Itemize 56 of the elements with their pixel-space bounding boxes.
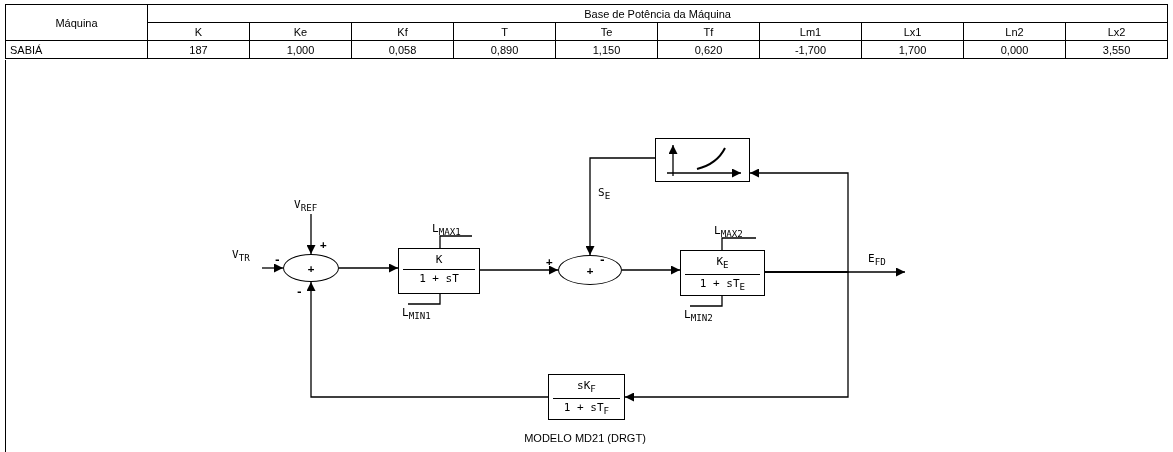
arrow — [621, 265, 681, 275]
data-cell: SABIÁ — [5, 40, 148, 59]
header-cell: Kf — [351, 22, 454, 41]
arrow — [585, 157, 656, 256]
header-cell: Ke — [249, 22, 352, 41]
header-cell: K — [147, 22, 250, 41]
arrow — [624, 271, 849, 402]
header-cell: Lx1 — [861, 22, 964, 41]
sign-label: - — [296, 285, 303, 298]
sign-label: - — [599, 253, 606, 266]
data-cell: 1,000 — [249, 40, 352, 59]
data-cell: 1,700 — [861, 40, 964, 59]
signal-label: V$_{TR}$ — [232, 248, 250, 264]
data-cell: 1,150 — [555, 40, 658, 59]
sign-label: + — [546, 255, 553, 268]
signal-label: V$_{REF}$ — [294, 198, 318, 214]
lower-limit-label: L$_{MIN1}$ — [402, 306, 431, 322]
header-cell: Lm1 — [759, 22, 862, 41]
header-cell: Máquina — [5, 4, 148, 41]
saturation-block — [655, 138, 750, 182]
upper-limit-label: L$_{MAX2}$ — [714, 224, 743, 240]
header-cell: Te — [555, 22, 658, 41]
sign-label: - — [274, 253, 281, 266]
header-cell: Tf — [657, 22, 760, 41]
data-cell: 0,620 — [657, 40, 760, 59]
arrow — [338, 263, 399, 273]
sign-label: + — [320, 238, 327, 251]
numerator-text: sK$_{F}$ — [553, 377, 620, 400]
transfer-function-block — [398, 248, 480, 294]
numerator-text: K$_{E}$ — [685, 253, 760, 276]
data-cell: 0,000 — [963, 40, 1066, 59]
lower-limit-label: L$_{MIN2}$ — [684, 308, 713, 324]
upper-limit-label: L$_{MAX1}$ — [432, 222, 461, 238]
transfer-function-block — [680, 250, 765, 296]
denominator-text: 1 + sT$_{E}$ — [698, 276, 747, 295]
arrow — [306, 281, 549, 398]
denominator-text: 1 + sT$_{F}$ — [562, 400, 611, 419]
transfer-function-block — [548, 374, 625, 420]
header-cell: Base de Potência da Máquina — [147, 4, 1168, 23]
data-cell: 0,058 — [351, 40, 454, 59]
edge-label: E$_{FD}$ — [868, 252, 886, 268]
data-cell: -1,700 — [759, 40, 862, 59]
edge-label: S$_{E}$ — [598, 186, 611, 202]
arrow — [261, 263, 284, 273]
caption: MODELO MD21 (DRGT) — [524, 432, 646, 444]
arrow — [749, 168, 849, 273]
header-cell: Lx2 — [1065, 22, 1168, 41]
data-cell: 3,550 — [1065, 40, 1168, 59]
numerator-text: K — [403, 251, 475, 270]
arrow — [479, 265, 559, 275]
denominator-text: 1 + sT — [418, 271, 460, 287]
arrow — [306, 213, 316, 255]
data-cell: 0,890 — [453, 40, 556, 59]
data-cell: 187 — [147, 40, 250, 59]
header-cell: Ln2 — [963, 22, 1066, 41]
header-cell: T — [453, 22, 556, 41]
